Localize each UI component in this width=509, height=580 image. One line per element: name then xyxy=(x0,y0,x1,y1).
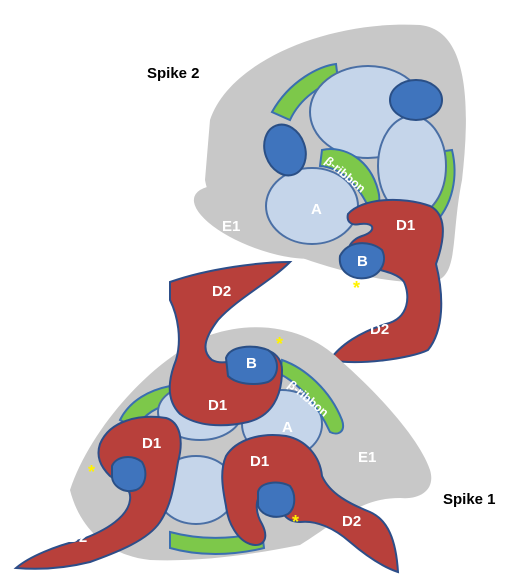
spike-2-d1-label: D1 xyxy=(396,217,415,234)
spike-1-d1-right-label: D1 xyxy=(250,453,269,470)
spike-1-blue-domain-right xyxy=(258,483,294,517)
spike-1-asterisk-top: * xyxy=(276,334,283,354)
spike-1-blue-domain-left xyxy=(112,457,145,491)
spike-1-e1-label: E1 xyxy=(358,449,376,466)
spike-2-blue-domain-top xyxy=(390,80,442,120)
spike-1-d1-left-label: D1 xyxy=(142,435,161,452)
spike-1-title: Spike 1 xyxy=(443,491,496,508)
spike-1-d2-right-label: D2 xyxy=(342,513,361,530)
spike-1-b-label: B xyxy=(246,355,257,372)
spike-2-e1-label: E1 xyxy=(222,218,240,235)
spike-1-d1-upper-label: D1 xyxy=(208,397,227,414)
spike-2-title: Spike 2 xyxy=(147,65,200,82)
spike-2-b-label: B xyxy=(357,253,368,270)
spike-2-asterisk: * xyxy=(353,278,360,298)
spike-1-asterisk-bottom: * xyxy=(292,512,299,532)
spike-1-d2-upper-label: D2 xyxy=(212,283,231,300)
spike-2-d2-label: D2 xyxy=(370,321,389,338)
spike-1-a-label: A xyxy=(282,419,293,436)
spike-1-asterisk-left: * xyxy=(88,462,95,482)
spike-2-a-label: A xyxy=(311,201,322,218)
spike-1-d2-left-label: D2 xyxy=(68,529,87,546)
